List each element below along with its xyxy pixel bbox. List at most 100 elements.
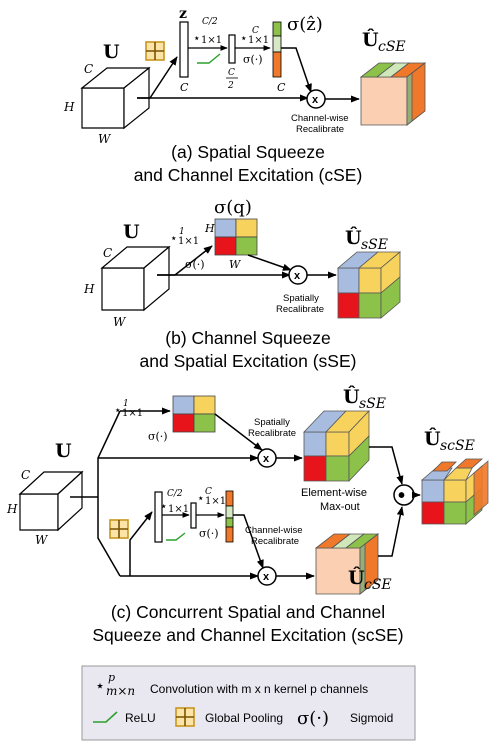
input-label: U — [55, 440, 72, 462]
svg-text:1: 1 — [123, 399, 129, 409]
cse-sigma-label: σ(·) — [199, 527, 219, 540]
recalibrate-label-line1: Channel-wise — [291, 113, 349, 124]
dim-h-label: H — [6, 502, 18, 516]
scse-output-subscript: scSE — [440, 438, 475, 454]
output-label: Û — [345, 226, 362, 249]
sse-recal-line1: Spatially — [254, 417, 290, 428]
conv-star-icon: ⋆ — [240, 31, 248, 45]
svg-text:x: x — [294, 270, 301, 282]
channel-weights-vector — [225, 490, 234, 543]
spatial-attention-map — [172, 395, 216, 433]
dim-h-label: H — [83, 282, 95, 296]
sigma-label: σ(·) — [243, 53, 263, 66]
sse-to-maxout-arrow — [369, 446, 404, 485]
map-h-label: H — [204, 222, 215, 235]
svg-text:1×1: 1×1 — [248, 35, 269, 46]
caption-a-line1: (a) Spatial Squeeze — [171, 142, 325, 162]
relu-icon — [166, 532, 186, 541]
input-cube — [100, 245, 171, 312]
output-cube-scse — [420, 458, 489, 525]
cse-pool-arrow — [129, 511, 153, 576]
svg-text:1: 1 — [179, 227, 185, 237]
sigma-q-label: σ(q) — [214, 197, 252, 218]
legend-sigma-symbol: σ(·) — [297, 708, 329, 729]
sse-output-label: Û — [343, 385, 360, 408]
cse-output-label: Û — [348, 566, 365, 589]
conv-star-icon: ⋆ — [114, 403, 122, 417]
svg-text:x: x — [263, 571, 270, 583]
weights-arrow — [281, 47, 312, 93]
recalibrate-label-line1: Spatially — [283, 293, 319, 304]
dim-c-label: C — [84, 62, 93, 76]
conv-star-icon: ⋆ — [197, 491, 205, 505]
relu-icon — [197, 53, 221, 64]
dim-c-label: C — [21, 468, 30, 482]
scse-output-label: Û — [424, 427, 441, 450]
svg-text:1×1: 1×1 — [168, 504, 189, 515]
svg-text:p: p — [108, 671, 115, 684]
cse-fc-vector — [190, 502, 197, 529]
output-subscript: sSE — [361, 237, 388, 253]
caption-c-line2: Squeeze and Channel Excitation (scSE) — [92, 625, 403, 645]
global-pooling-icon — [175, 707, 195, 727]
legend-conv-text: Convolution with m x n kernel p channels — [150, 682, 368, 696]
cse-conv1-symbol: ⋆ 1×1 C/2 — [160, 489, 189, 515]
caption-b-line2: and Spatial Excitation (sSE) — [140, 351, 357, 371]
global-pooling-icon — [145, 41, 165, 61]
conv-star-icon: ⋆ — [160, 499, 168, 513]
maxout-label-line1: Element-wise — [301, 487, 367, 499]
legend-pool-text: Global Pooling — [205, 711, 283, 725]
maxout-label-line2: Max-out — [320, 501, 360, 513]
svg-text:1×1: 1×1 — [201, 35, 222, 46]
conv1-symbol: ⋆ 1×1 C/2 — [193, 17, 222, 46]
cse-recal-line2: Recalibrate — [251, 536, 299, 547]
cse-to-maxout-arrow — [378, 506, 404, 557]
svg-text:C/2: C/2 — [202, 17, 218, 27]
svg-text:C/2: C/2 — [167, 489, 183, 499]
svg-text:1×1: 1×1 — [122, 408, 143, 419]
svg-text:x: x — [263, 453, 270, 465]
sigma-label: σ(·) — [185, 258, 205, 271]
caption-c-line1: (c) Concurrent Spatial and Channel — [111, 602, 385, 622]
svg-text:C: C — [252, 26, 259, 36]
output-label: Û — [362, 28, 379, 51]
cse-z-vector — [154, 491, 163, 543]
panel-a: U C H W z C ⋆ 1×1 C/2 C 2 ⋆ 1×1 C σ(· — [63, 6, 427, 185]
legend: ⋆ m×n p Convolution with m x n kernel p … — [81, 665, 416, 741]
panel-c: U C H W ⋆ 1×1 1 σ(·) Spatially Recalibra… — [6, 385, 489, 645]
sse-output-subscript: sSE — [359, 396, 386, 412]
legend-box — [81, 665, 416, 741]
cse-recal-line1: Channel-wise — [245, 525, 303, 536]
conv-star-icon: ⋆ — [170, 231, 178, 245]
caption-b-line1: (b) Channel Squeeze — [165, 328, 330, 348]
input-label: U — [103, 41, 120, 63]
branch-split — [97, 410, 121, 577]
svg-text:x: x — [312, 94, 319, 106]
z-label: z — [179, 6, 187, 22]
conv-star-icon: ⋆ — [95, 676, 105, 695]
recalibrate-label-line2: Recalibrate — [296, 124, 344, 135]
dim-h-label: H — [63, 100, 75, 114]
legend-conv-symbol: ⋆ m×n p — [95, 671, 135, 698]
c-label-weights: C — [277, 81, 286, 94]
dim-w-label: W — [98, 132, 112, 146]
panel-b: U C H W ⋆ 1×1 1 σ(·) σ(q) H W x Spatiall… — [83, 197, 402, 371]
svg-text:1×1: 1×1 — [178, 236, 199, 247]
conv-symbol: ⋆ 1×1 1 — [170, 227, 199, 247]
spatial-attention-map — [214, 218, 258, 256]
input-cube — [18, 470, 84, 532]
cse-conv2-symbol: ⋆ 1×1 C — [197, 487, 226, 507]
svg-text:m×n: m×n — [106, 684, 135, 698]
legend-sigmoid-text: Sigmoid — [350, 711, 393, 725]
sse-map-arrow — [214, 413, 263, 451]
conv-star-icon: ⋆ — [193, 31, 201, 45]
sigma-z-label: σ(ẑ) — [287, 14, 323, 35]
relu-icon — [93, 711, 118, 723]
output-cube-cse — [359, 62, 427, 126]
input-label: U — [123, 221, 140, 243]
z-vector — [179, 21, 189, 78]
output-cube-cse — [314, 533, 380, 595]
sse-conv-symbol: ⋆ 1×1 1 — [114, 399, 143, 419]
sse-sigma-label: σ(·) — [148, 430, 168, 443]
caption-a-line2: and Channel Excitation (cSE) — [134, 165, 363, 185]
